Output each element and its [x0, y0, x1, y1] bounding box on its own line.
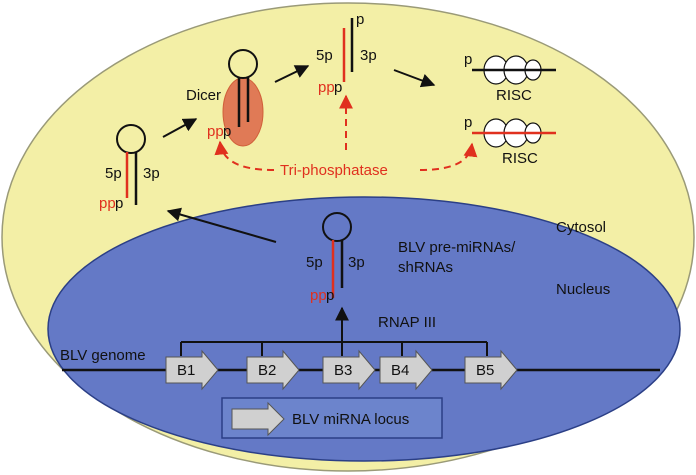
pre-mirna-hairpin-nucleus: 5p 3p pp p: [306, 212, 365, 304]
dicer-p-label: p: [223, 123, 231, 140]
duplex-pp-label: pp: [318, 79, 335, 96]
gene-b2-label: B2: [258, 362, 276, 379]
to-duplex-arrow: [274, 65, 310, 83]
to-risc-arrow: [393, 69, 436, 88]
legend-arrow-icon: [231, 401, 285, 437]
pre-mirna-hairpin-cytosol: 5p 3p pp p: [99, 124, 160, 212]
dicer-complex: Dicer pp p: [186, 49, 264, 147]
gene-b3: B3: [322, 349, 376, 391]
duplex-5p-label: 5p: [316, 47, 333, 64]
cytosol-p-label: p: [115, 195, 123, 212]
dicer-label: Dicer: [186, 87, 221, 104]
gene-b4: B4: [379, 349, 433, 391]
gene-b1-label: B1: [177, 362, 195, 379]
duplex-p-label: p: [334, 79, 342, 96]
gene-b1: B1: [165, 349, 219, 391]
gene-b5: B5: [464, 349, 518, 391]
nucleus-5p-label: 5p: [306, 254, 323, 271]
gene-b2: B2: [246, 349, 300, 391]
tri-phosphatase-label: Tri-phosphatase: [280, 162, 388, 179]
risc-bottom-p-label: p: [464, 114, 472, 131]
cytosol-label: Cytosol: [556, 219, 606, 236]
duplex-3p-label: 3p: [360, 47, 377, 64]
transcription-bracket: [180, 306, 488, 356]
legend-label: BLV miRNA locus: [292, 411, 409, 428]
legend: BLV miRNA locus: [221, 397, 443, 439]
risc-top-p-label: p: [464, 51, 472, 68]
risc-bottom-label: RISC: [502, 150, 538, 167]
gene-b3-label: B3: [334, 362, 352, 379]
gene-b5-label: B5: [476, 362, 494, 379]
nucleus-p-label: p: [326, 287, 334, 304]
dicer-pp-label: pp: [207, 123, 224, 140]
export-arrow: [166, 207, 277, 243]
mirna-duplex: p 5p 3p pp p: [316, 11, 377, 96]
pre-mirna-label-line2: shRNAs: [398, 259, 453, 276]
cytosol-pp-label: pp: [99, 195, 116, 212]
genome-label: BLV genome: [60, 347, 146, 364]
rnap-label: RNAP III: [378, 314, 436, 331]
cytosol-3p-label: 3p: [143, 165, 160, 182]
tri-phosphatase-arrows: [214, 94, 478, 171]
nucleus-pp-label: pp: [310, 287, 327, 304]
gene-b4-label: B4: [391, 362, 409, 379]
risc-complex-bottom: p RISC: [464, 114, 556, 167]
pre-mirna-label-line1: BLV pre-miRNAs/: [398, 239, 516, 256]
duplex-top-p-label: p: [356, 11, 364, 28]
nucleus-label: Nucleus: [556, 281, 610, 298]
risc-complex-top: p RISC: [464, 51, 556, 104]
triphos-to-risc-arrow: [419, 142, 478, 171]
to-dicer-arrow: [162, 118, 198, 138]
nucleus-3p-label: 3p: [348, 254, 365, 271]
nucleus-region: [47, 196, 681, 462]
cytosol-5p-label: 5p: [105, 165, 122, 182]
triphos-to-dicer-arrow: [214, 140, 275, 171]
risc-top-label: RISC: [496, 87, 532, 104]
